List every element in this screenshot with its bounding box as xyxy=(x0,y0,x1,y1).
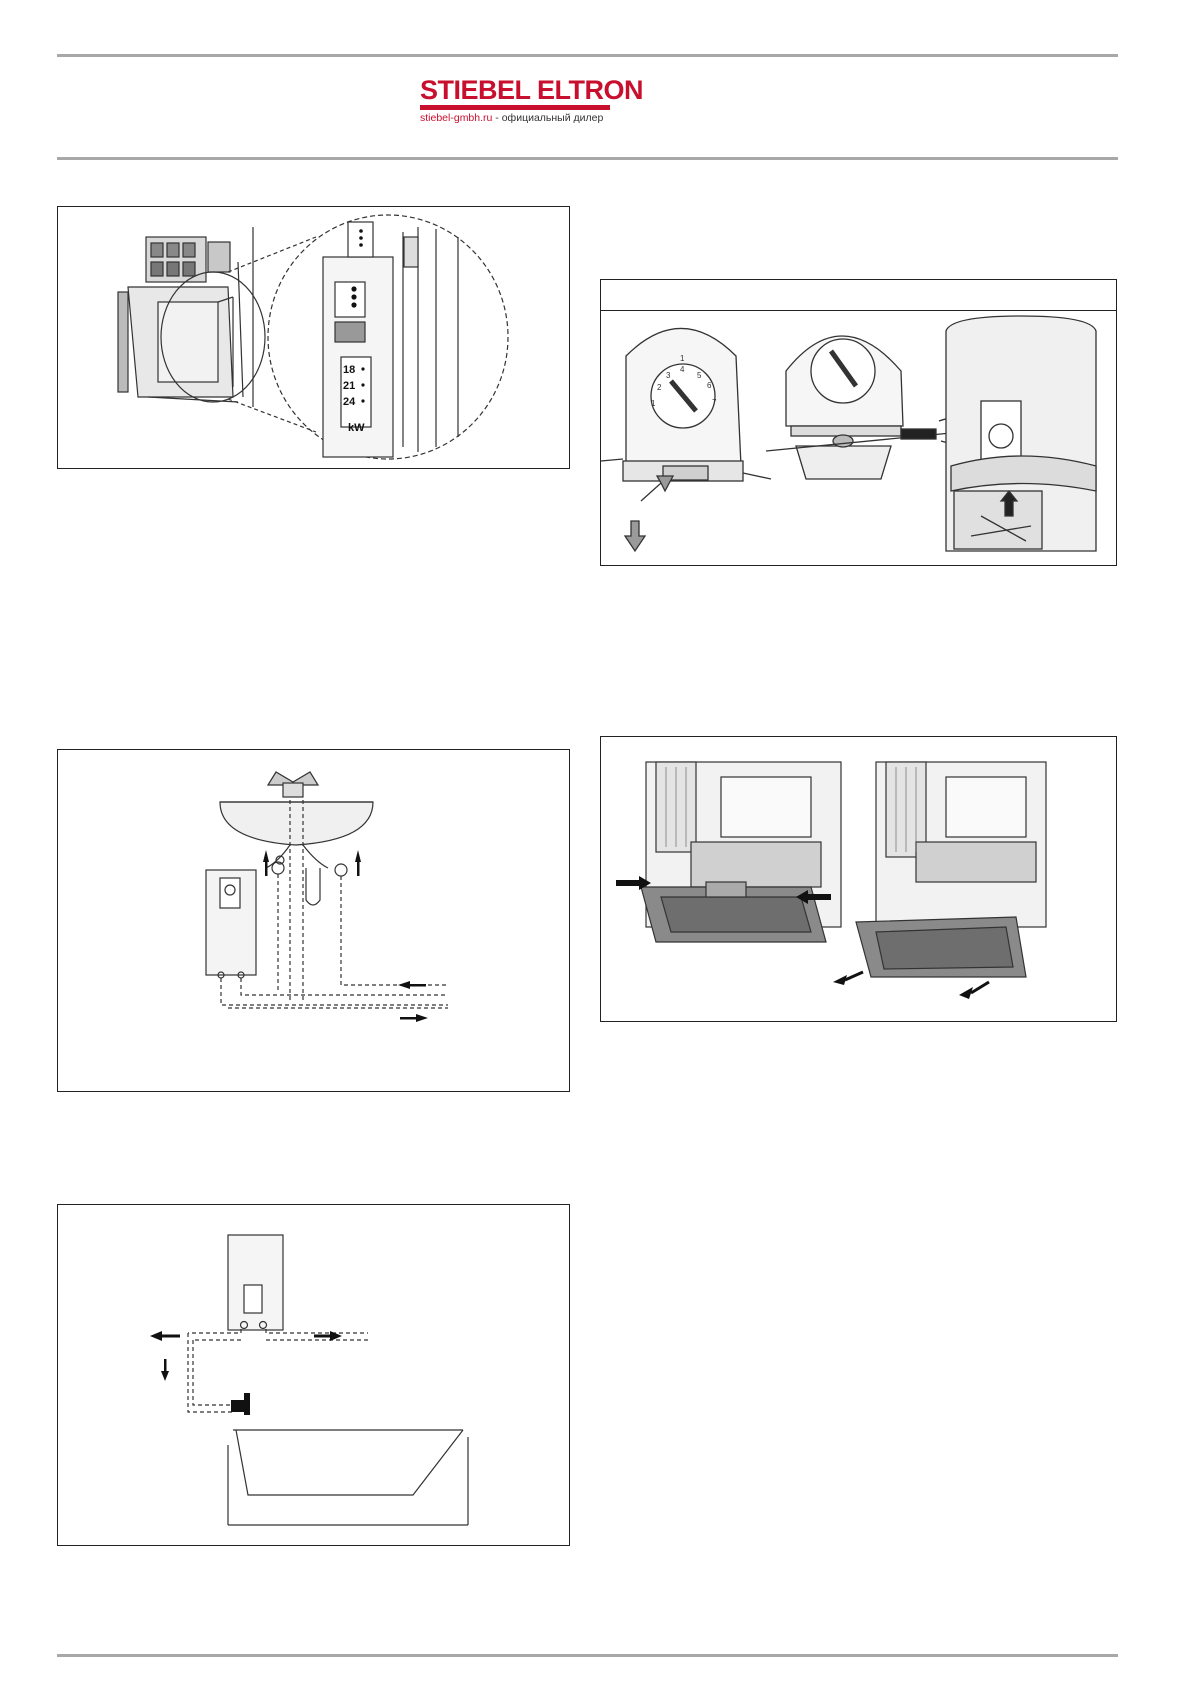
footer-rule xyxy=(57,1654,1118,1657)
dial-scale-2: 2 xyxy=(657,383,662,392)
power-option-21: 21 xyxy=(343,380,355,392)
power-unit-label: kW xyxy=(348,422,365,434)
dial-scale-6: 6 xyxy=(707,381,712,390)
dial-scale-top: 1 xyxy=(680,354,685,363)
dial-scale-1: 1 xyxy=(651,399,656,408)
dial-scale-5: 5 xyxy=(697,371,702,380)
brand-underline xyxy=(420,105,610,110)
figure-bath-connection xyxy=(57,1204,570,1546)
dial-scale-4: 4 xyxy=(680,365,685,374)
dealer-text: официальный дилер xyxy=(501,112,604,124)
dial-scale-7: 7 xyxy=(712,398,717,407)
bath-connection-diagram xyxy=(150,1234,469,1526)
power-selector-illustration: 18 21 24 kW xyxy=(117,214,509,460)
brand-logo: STIEBEL ELTRON stiebel-gmbh.ru - официал… xyxy=(420,75,644,124)
dealer-separator: - xyxy=(492,112,502,124)
figure-cover-removal: 1 2 3 4 5 6 7 1 xyxy=(600,279,1117,566)
dial-scale-3: 3 xyxy=(666,371,671,380)
header-bottom-rule xyxy=(57,157,1118,160)
cover-removal-illustration: 1 2 3 4 5 6 7 1 xyxy=(601,315,1097,553)
brand-wordmark: STIEBEL ELTRON xyxy=(420,75,644,105)
dealer-line: stiebel-gmbh.ru - официальный дилер xyxy=(420,112,610,124)
figure-sink-connection xyxy=(57,749,570,1092)
figure-inner-unit-removal xyxy=(600,736,1117,1022)
power-option-24: 24 xyxy=(343,396,356,408)
dealer-url: stiebel-gmbh.ru xyxy=(420,112,493,124)
figure-power-selector: 18 21 24 kW xyxy=(57,206,570,469)
power-option-18: 18 xyxy=(343,364,355,376)
sink-connection-diagram xyxy=(205,771,448,1022)
header-top-rule xyxy=(57,54,1118,57)
inner-unit-removal-illustration xyxy=(616,761,1047,999)
figure-caption-bar xyxy=(601,280,1116,311)
